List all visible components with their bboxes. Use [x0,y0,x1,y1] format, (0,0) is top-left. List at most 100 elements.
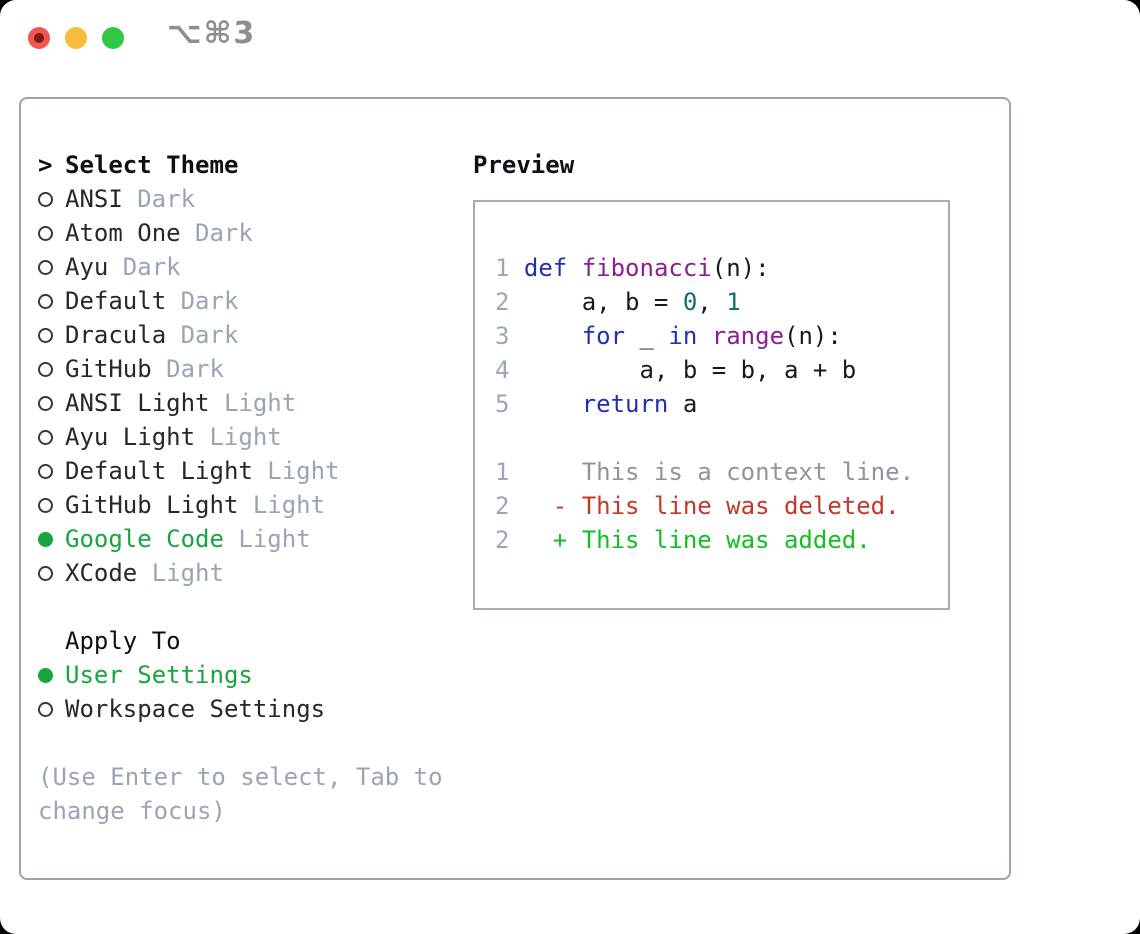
line-number: 1 [495,254,510,282]
spacer [38,726,473,760]
theme-variant-label: Dark [166,355,224,383]
theme-variant-label: Light [252,491,326,519]
radio-dot-icon [38,259,53,275]
apply-to-option[interactable]: Workspace Settings [38,692,473,726]
diff-content: This is a context line. [523,458,915,486]
theme-variant-label: Dark [122,253,181,281]
code-line: 1 def fibonacci(n): [495,251,938,285]
preview-title: Preview [473,151,575,179]
theme-option[interactable]: XCode Light [38,556,473,590]
radio-dot-icon [38,429,53,445]
theme-name: Google Code [65,525,224,553]
theme-variant-label: Light [209,423,282,451]
theme-variant-label: Dark [137,185,196,213]
theme-option[interactable]: Default Light Light [38,454,473,488]
zoom-button[interactable] [102,27,124,49]
help-text-line-1: (Use Enter to select, Tab to [38,763,443,791]
theme-variant-label: Light [151,559,224,587]
code-token: range [711,322,785,350]
code-token [524,322,582,350]
radio-dot-icon [38,565,53,581]
radio-dot-icon [38,667,53,683]
theme-name: GitHub Light [65,491,239,519]
radio-selected-icon [38,531,65,547]
diff-content: + This line was added. [523,526,871,554]
minimize-button[interactable] [65,27,87,49]
apply-to-option[interactable]: User Settings [38,658,473,692]
theme-option[interactable]: Ayu Dark [38,250,473,284]
theme-option[interactable]: Default Dark [38,284,473,318]
diff-content: - This line was deleted. [523,492,900,520]
code-token: 1 [726,288,741,316]
theme-name: Atom One [65,219,181,247]
radio-dot-icon [38,531,53,547]
code-content: for _ in range(n): [524,319,842,353]
code-token: 0 [682,288,698,316]
theme-name: XCode [65,559,138,587]
code-content: def fibonacci(n): [524,251,770,285]
code-line: 2 a, b = 0, 1 [495,285,938,319]
diff-line-context: 1 This is a context line. [495,455,938,489]
radio-icon [38,293,65,309]
theme-list-header: > Select Theme [38,148,473,182]
apply-to-header: Apply To [38,624,473,658]
radio-dot-icon [38,497,53,513]
radio-icon [38,327,65,343]
theme-name: ANSI [65,185,123,213]
code-token [697,322,711,350]
theme-variant-label: Light [238,525,311,553]
theme-option[interactable]: ANSI Dark [38,182,473,216]
radio-dot-icon [38,327,53,343]
theme-list-title: Select Theme [65,151,239,179]
theme-option[interactable]: Google Code Light [38,522,473,556]
apply-to-label: User Settings [65,661,253,689]
code-line: 4 a, b = b, a + b [495,353,938,387]
theme-option[interactable]: GitHub Light Light [38,488,473,522]
theme-name: Dracula [65,321,167,349]
theme-variant-label: Dark [180,287,239,315]
line-number: 2 [495,288,510,316]
code-token: in [668,322,698,350]
radio-icon [38,429,65,445]
apply-to-label: Workspace Settings [65,695,326,723]
title-bar: ⌥⌘3 [0,0,1140,97]
blank-line [495,421,938,455]
diff-line-deleted: 2 - This line was deleted. [495,489,938,523]
code-token [567,254,581,282]
code-line: 3 for _ in range(n): [495,319,938,353]
line-number: 1 [495,458,510,486]
radio-selected-icon [38,667,65,683]
theme-name: GitHub [65,355,152,383]
theme-name: Default [65,287,167,315]
diff-preview: 1 This is a context line.2 - This line w… [495,455,938,557]
spacer [38,590,473,624]
code-line: 5 return a [495,387,938,421]
radio-dot-icon [38,395,53,411]
theme-name: ANSI Light [65,389,210,417]
code-token: a [668,390,698,418]
close-dot-icon [34,33,44,43]
theme-name: Default Light [65,457,253,485]
code-token: fibonacci [581,254,712,282]
radio-dot-icon [38,293,53,309]
code-content: a, b = b, a + b [524,353,856,387]
theme-variant-label: Light [267,457,340,485]
close-button[interactable] [28,27,50,49]
radio-icon [38,463,65,479]
apply-to-title: Apply To [65,627,181,655]
theme-name: Ayu [65,253,109,281]
code-content: return a [524,387,698,421]
theme-option[interactable]: GitHub Dark [38,352,473,386]
code-token [524,390,582,418]
radio-icon [38,565,65,581]
